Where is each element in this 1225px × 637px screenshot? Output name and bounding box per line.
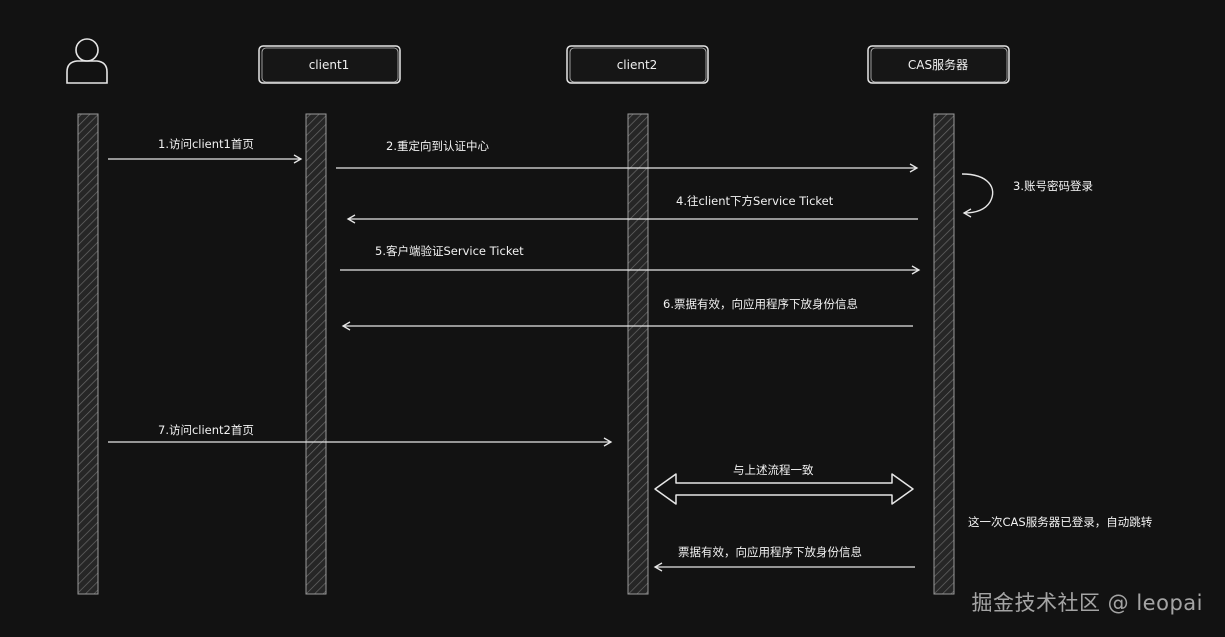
watermark: 掘金技术社区 @ leopai <box>971 591 1203 615</box>
participant-client2-label: client2 <box>617 58 658 72</box>
message-5-label: 5.客户端验证Service Ticket <box>375 244 524 258</box>
message-9-label: 票据有效，向应用程序下放身份信息 <box>678 545 862 559</box>
message-1-label: 1.访问client1首页 <box>158 137 254 151</box>
participant-client2: client2 <box>566 45 709 84</box>
participant-client1: client1 <box>258 45 401 84</box>
participant-cas-server: CAS服务器 <box>867 45 1010 84</box>
message-3-self-arrow <box>961 173 994 218</box>
participant-cas-server-label: CAS服务器 <box>908 57 968 72</box>
user-icon <box>66 38 108 84</box>
message-4-label: 4.往client下方Service Ticket <box>676 194 834 208</box>
message-6-label: 6.票据有效，向应用程序下放身份信息 <box>663 297 858 311</box>
lifeline-client2 <box>627 113 649 595</box>
lifeline-client1 <box>305 113 327 595</box>
message-8-label: 与上述流程一致 <box>733 463 814 477</box>
participant-client1-label: client1 <box>309 58 350 72</box>
message-3-label: 3.账号密码登录 <box>1013 179 1093 193</box>
lifeline-cas-server <box>933 113 955 595</box>
message-8-double-arrow <box>654 473 914 505</box>
lifeline-user <box>77 113 99 595</box>
message-2-label: 2.重定向到认证中心 <box>386 139 489 153</box>
cas-auto-redirect-note: 这一次CAS服务器已登录，自动跳转 <box>968 515 1153 529</box>
message-7-label: 7.访问client2首页 <box>158 423 254 437</box>
